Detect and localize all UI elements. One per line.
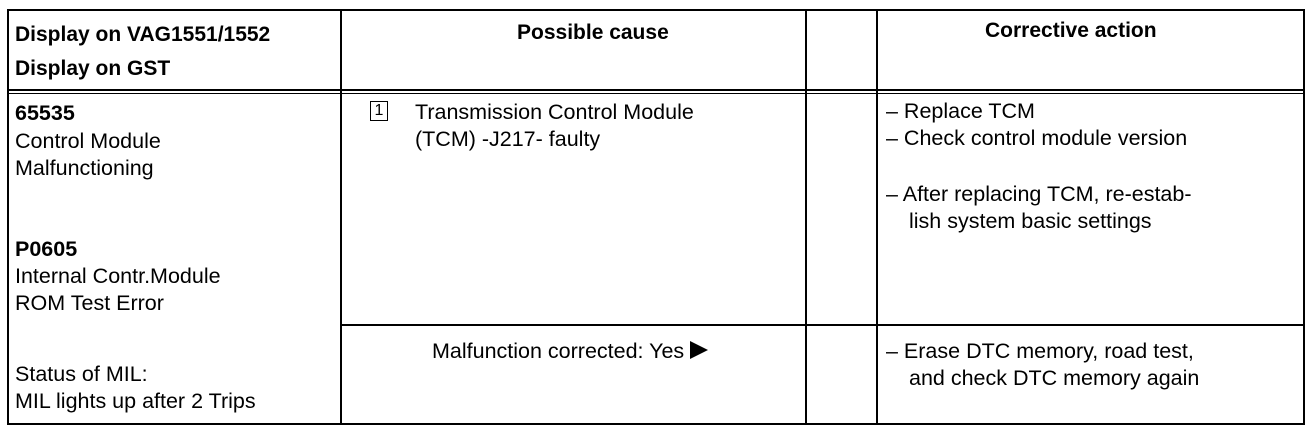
- dtc-code-p0605: P0605: [15, 237, 78, 261]
- action-erase-dtc-line2: and check DTC memory again: [909, 366, 1200, 390]
- column-divider-1: [340, 9, 342, 425]
- item-number-box: 1: [370, 101, 388, 122]
- action-replace-tcm: – Replace TCM: [886, 99, 1035, 123]
- obd-desc-line1: Internal Contr.Module: [15, 264, 221, 288]
- cause-line2: (TCM) -J217- faulty: [415, 127, 601, 151]
- malfunction-corrected-check: Malfunction corrected: Yes: [432, 338, 709, 365]
- dtc-code-65535: 65535: [15, 101, 75, 125]
- column-divider-3: [876, 9, 878, 425]
- arrow-right-icon: [690, 341, 709, 360]
- action-basic-settings-line2: lish system basic settings: [909, 209, 1152, 233]
- action-check-version: – Check control module version: [886, 126, 1188, 150]
- diagnostic-table: [7, 9, 1305, 425]
- header-display-line2: Display on GST: [15, 57, 171, 80]
- action-basic-settings-line1: – After replacing TCM, re-estab-: [886, 182, 1192, 206]
- cause-item-1: 1: [370, 99, 388, 126]
- obd-desc-line2: ROM Test Error: [15, 291, 164, 315]
- action-erase-dtc-line1: – Erase DTC memory, road test,: [886, 339, 1194, 363]
- malfunction-corrected-text: Malfunction corrected: Yes: [432, 339, 685, 363]
- header-possible-cause: Possible cause: [517, 21, 669, 44]
- row-divider: [341, 324, 1305, 326]
- header-divider: [7, 89, 1305, 91]
- header-corrective-action: Corrective action: [985, 19, 1157, 42]
- mil-status-label: Status of MIL:: [15, 362, 148, 386]
- dtc-desc-line2: Malfunctioning: [15, 156, 154, 180]
- header-display-line1: Display on VAG1551/1552: [15, 23, 271, 46]
- dtc-desc-line1: Control Module: [15, 129, 161, 153]
- mil-status-value: MIL lights up after 2 Trips: [15, 389, 256, 413]
- column-divider-2: [805, 9, 807, 425]
- cause-line1: Transmission Control Module: [415, 100, 694, 124]
- header-divider-thin: [7, 93, 1305, 94]
